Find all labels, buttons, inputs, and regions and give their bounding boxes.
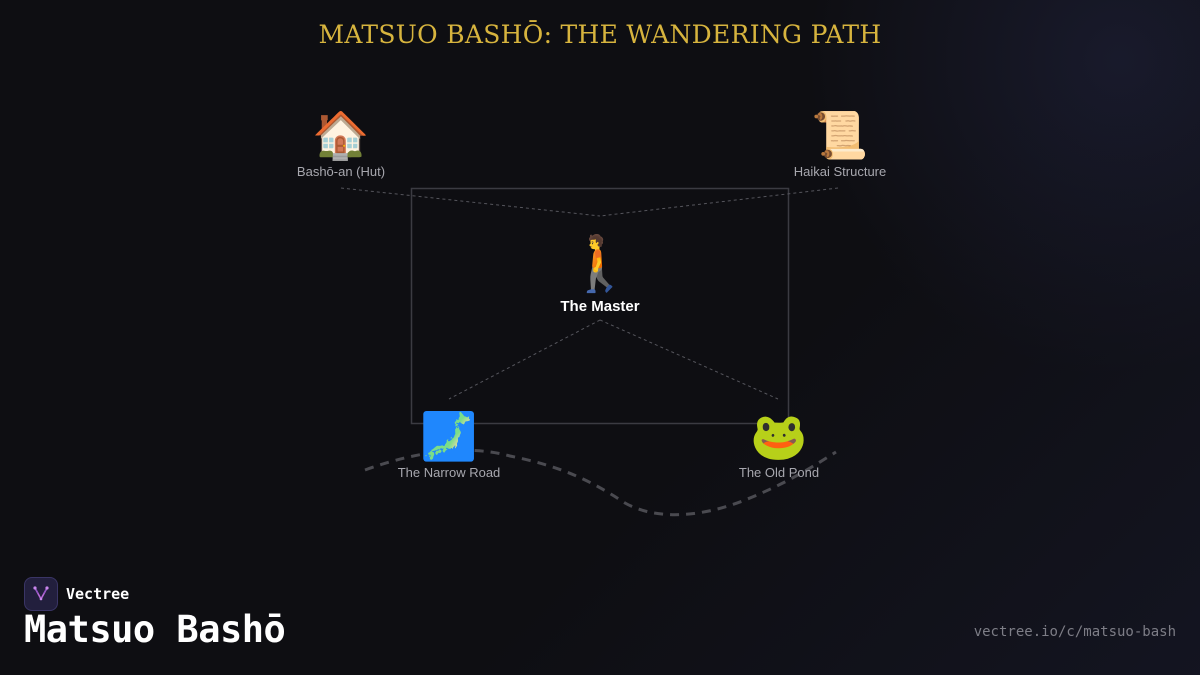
node-haikai: 📜 Haikai Structure: [770, 108, 910, 179]
vectree-logo-icon: [24, 577, 58, 611]
connector-haikai: [599, 187, 839, 217]
connector-road: [448, 319, 601, 400]
node-road: 🗾 The Narrow Road: [374, 409, 524, 480]
brand-name: Vectree: [66, 585, 130, 603]
japan-map-icon: 🗾: [420, 410, 478, 462]
node-hut-label: Bashō-an (Hut): [296, 164, 386, 179]
node-road-label: The Narrow Road: [397, 465, 501, 480]
connector-pond: [599, 319, 779, 400]
page-title: MATSUO BASHŌ: THE WANDERING PATH: [318, 20, 882, 49]
node-pond: 🐸 The Old Pond: [709, 409, 849, 480]
footer-title: Matsuo Bashō: [24, 608, 286, 651]
scroll-icon: 📜: [811, 109, 869, 161]
connector-hut: [340, 187, 601, 217]
walking-person-icon: 🚶: [566, 234, 634, 294]
house-icon: 🏠: [312, 109, 370, 161]
footer-url[interactable]: vectree.io/c/matsuo-bash: [973, 624, 1176, 640]
wandering-path: [364, 448, 837, 517]
frog-icon: 🐸: [750, 410, 808, 462]
node-master-label: The Master: [560, 298, 640, 315]
node-master: 🚶 The Master: [530, 232, 670, 315]
node-haikai-label: Haikai Structure: [793, 164, 887, 179]
node-pond-label: The Old Pond: [738, 465, 820, 480]
frame-box: [410, 187, 790, 425]
node-hut: 🏠 Bashō-an (Hut): [281, 108, 401, 179]
brand[interactable]: Vectree: [24, 577, 129, 611]
